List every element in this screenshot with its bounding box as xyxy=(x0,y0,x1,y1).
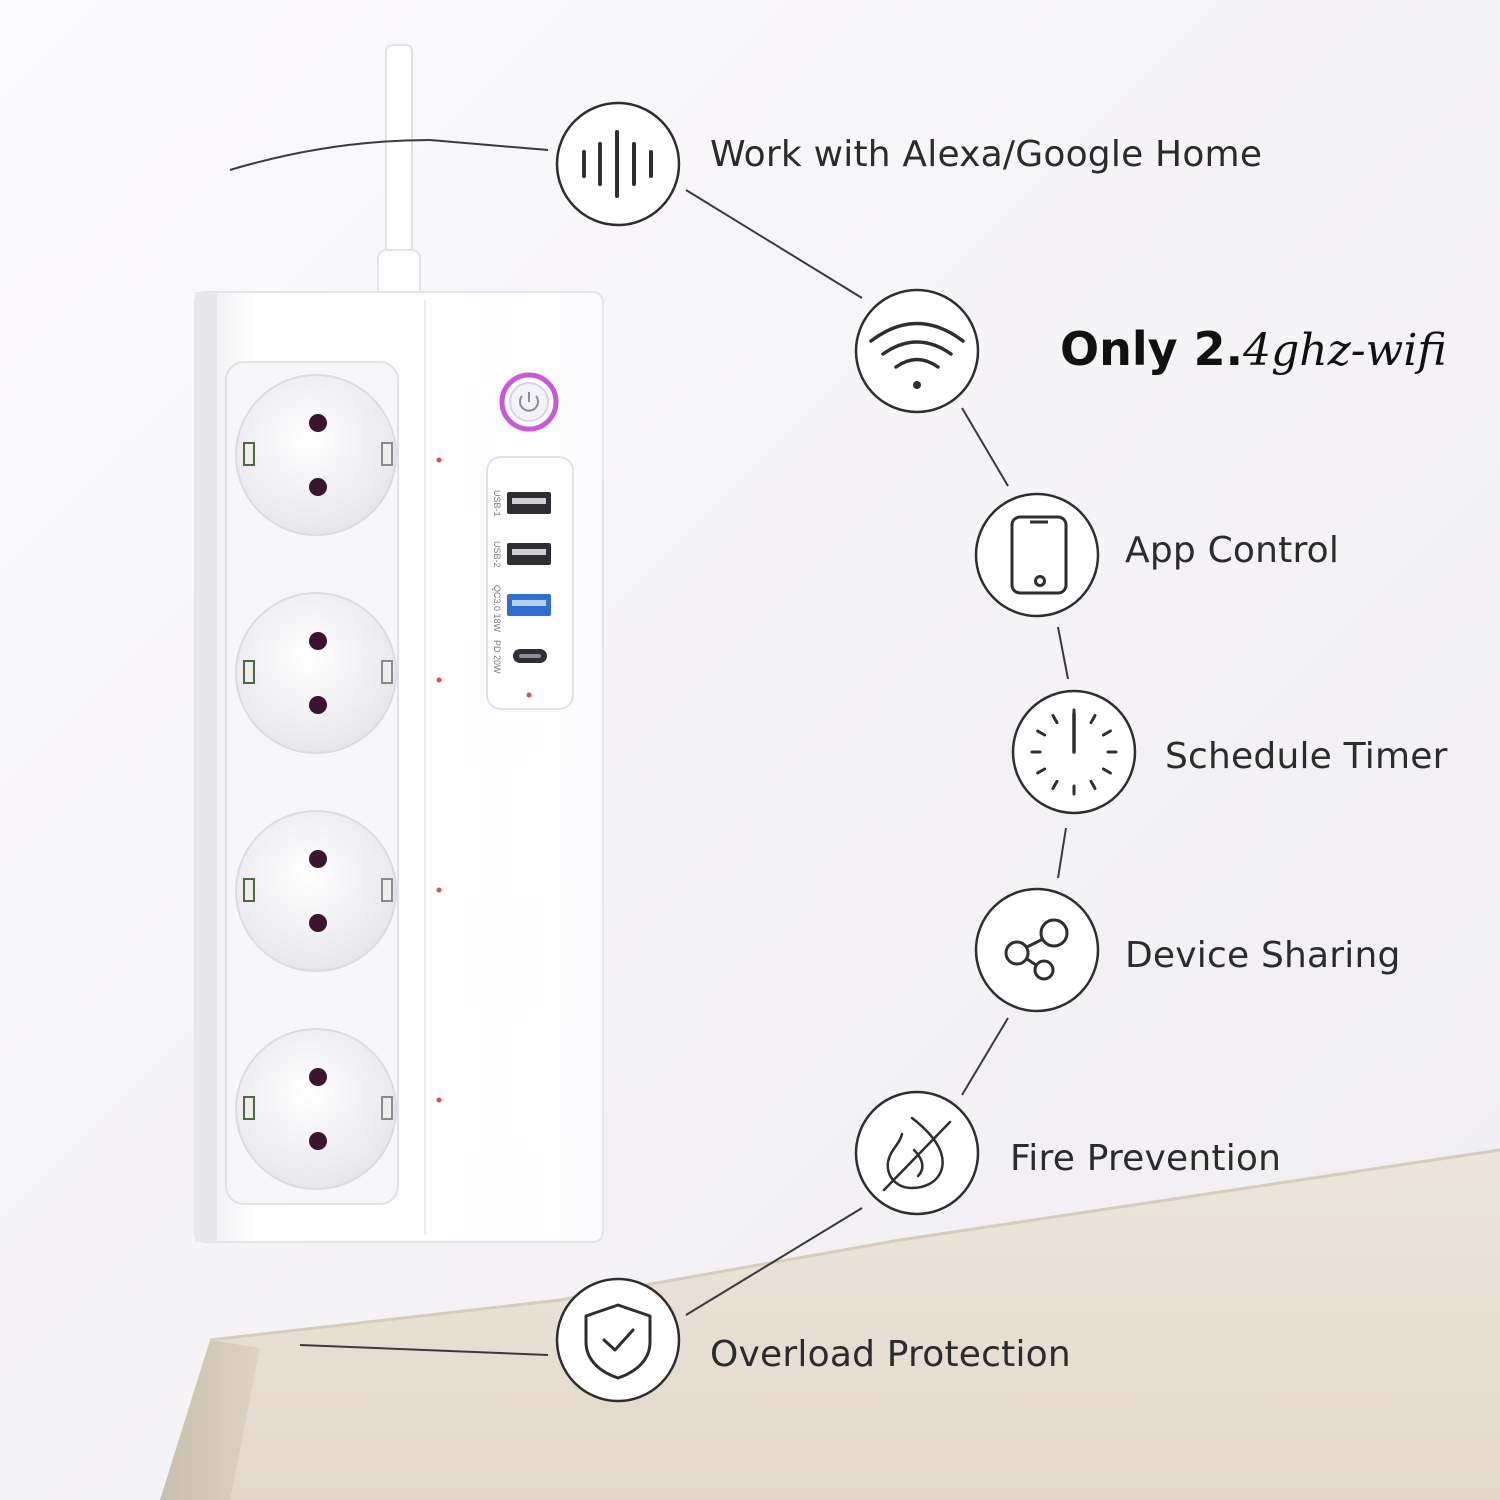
socket-outlet[interactable] xyxy=(235,592,397,754)
wifi-note-bold: Only 2. xyxy=(1060,322,1244,376)
feature-icon-wifi xyxy=(854,288,980,414)
socket-group xyxy=(235,374,397,1190)
table xyxy=(160,1148,1500,1500)
smartphone-icon xyxy=(1010,515,1068,595)
feature-label-sharing: Device Sharing xyxy=(1125,935,1401,976)
usb-port-qc[interactable] xyxy=(507,594,551,616)
wifi-requirement-note: Only 2.4ghz-wifi xyxy=(1060,322,1447,376)
feature-label-app: App Control xyxy=(1125,530,1340,571)
usb-label-2: USB-2 xyxy=(492,541,502,568)
feature-icon-sharing xyxy=(974,887,1100,1013)
voice-assistant-icon xyxy=(582,130,653,198)
feature-icon-fire xyxy=(854,1090,980,1216)
feature-icon-voice xyxy=(555,101,681,227)
no-fire-icon xyxy=(882,1116,952,1192)
feature-label-fire: Fire Prevention xyxy=(1010,1138,1282,1179)
wifi-icon xyxy=(869,321,965,389)
usb-port-1[interactable] xyxy=(507,492,551,514)
power-icon xyxy=(519,395,539,412)
usb-label-qc: QC3.0 18W xyxy=(492,585,502,633)
feature-label-overload: Overload Protection xyxy=(710,1334,1071,1375)
power-button[interactable] xyxy=(499,372,559,432)
feature-icon-overload xyxy=(555,1277,681,1403)
usb-label-pd: PD 20W xyxy=(492,640,502,674)
connector-lines xyxy=(229,139,1069,1356)
socket-outlet[interactable] xyxy=(235,1028,397,1190)
clock-timer-icon xyxy=(1030,708,1118,796)
share-icon xyxy=(1004,918,1069,981)
feature-icon-app xyxy=(974,492,1100,618)
socket-outlet[interactable] xyxy=(235,810,397,972)
feature-label-timer: Schedule Timer xyxy=(1165,736,1448,777)
usb-c-port[interactable] xyxy=(513,649,547,663)
shield-check-icon xyxy=(584,1303,652,1380)
indicator-dots xyxy=(436,457,442,1103)
usb-panel xyxy=(486,456,574,710)
feature-label-voice: Work with Alexa/Google Home xyxy=(710,134,1263,175)
usb-label-1: USB-1 xyxy=(492,490,502,517)
socket-outlet[interactable] xyxy=(235,374,397,536)
feature-icon-timer xyxy=(1011,689,1137,815)
usb-port-2[interactable] xyxy=(507,543,551,565)
wifi-note-script: 4ghz-wifi xyxy=(1243,325,1447,376)
